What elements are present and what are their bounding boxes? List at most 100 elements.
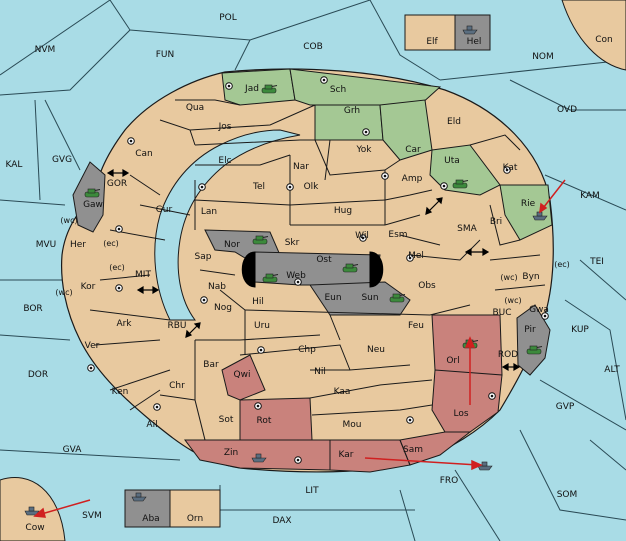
sea-label-gor: GOR — [107, 179, 127, 189]
sea-label-nom: NOM — [532, 52, 554, 62]
province-label-nab: Nab — [208, 282, 226, 292]
internal-borders — [89, 99, 546, 470]
province-label-ark: Ark — [116, 319, 132, 329]
supply-center-dot — [505, 168, 509, 172]
supply-centers — [87, 76, 549, 464]
province-label-nor: Nor — [224, 240, 240, 250]
province-label-ail: Ail — [146, 420, 157, 430]
province-label-rot: Rot — [257, 416, 272, 426]
province-label-bar: Bar — [203, 360, 219, 370]
sea-label-kam: KAM — [580, 191, 600, 201]
supply-center-dot — [408, 256, 412, 260]
sea-label-con: Con — [595, 35, 613, 45]
supply-center-dot — [288, 185, 292, 189]
province-label-wil: Wil — [355, 231, 369, 241]
army-unit-icon[interactable] — [526, 345, 543, 355]
supply-center-dot — [200, 185, 204, 189]
sea-label-rod: ROD — [498, 350, 518, 360]
sea-label-kup: KUP — [571, 325, 589, 335]
province-label-ver: Ver — [85, 341, 100, 351]
coast-label: (wc) — [60, 216, 77, 225]
sea-label-gvg: GVG — [52, 155, 72, 165]
supply-center-dot — [408, 418, 412, 422]
sea-label-cob: COB — [303, 42, 323, 52]
sea-label-lit: LIT — [305, 486, 319, 496]
province-label-esm: Esm — [388, 230, 407, 240]
province-label-elf: Elf — [426, 37, 438, 47]
province-label-neu: Neu — [367, 345, 385, 355]
supply-center-dot — [256, 404, 260, 408]
order-arrows — [33, 179, 566, 518]
fleet-unit-icon[interactable] — [462, 25, 478, 35]
region-fills — [72, 14, 553, 528]
province-label-tel: Tel — [252, 182, 265, 192]
province-label-nil: Nil — [314, 367, 326, 377]
sea-label-pol: POL — [219, 13, 237, 23]
province-label-kat: Kat — [503, 163, 518, 173]
army-unit-icon[interactable] — [342, 263, 359, 273]
province-label-elc: Elc — [218, 156, 231, 166]
supply-center-dot — [259, 348, 263, 352]
supply-center-dot — [364, 130, 368, 134]
province-label-eld: Eld — [447, 117, 461, 127]
province-label-car: Car — [405, 145, 421, 155]
province-label-pir: Pir — [524, 325, 536, 335]
fleet-unit-icon[interactable] — [251, 453, 267, 463]
supply-center-dot — [543, 314, 547, 318]
army-unit-icon[interactable] — [389, 293, 406, 303]
sea-label-mvu: MVU — [36, 240, 57, 250]
province-label-kar: Kar — [339, 450, 354, 460]
sea-label-ovd: OVD — [557, 105, 577, 115]
province-label-uta: Uta — [444, 156, 460, 166]
province-label-gaw: Gaw — [83, 200, 103, 210]
army-unit-icon[interactable] — [252, 235, 269, 245]
province-label-bri: Bri — [490, 217, 502, 227]
supply-center-dot — [227, 84, 231, 88]
province-label-ken: Ken — [112, 387, 129, 397]
province-label-orn: Orn — [187, 514, 203, 524]
army-unit-icon[interactable] — [261, 84, 278, 94]
province-label-orl: Orl — [446, 356, 459, 366]
fleet-unit-icon[interactable] — [477, 461, 493, 471]
province-label-qua: Qua — [186, 103, 204, 113]
sea-label-fro: FRO — [440, 476, 459, 486]
supply-center-dot — [89, 366, 93, 370]
army-unit-icon[interactable] — [84, 188, 101, 198]
province-label-cow: Cow — [25, 523, 44, 533]
province-label-skr: Skr — [285, 238, 300, 248]
supply-center-dot — [202, 298, 206, 302]
province-label-chp: Chp — [298, 345, 316, 355]
supply-center-dot — [117, 227, 121, 231]
province-label-aba: Aba — [142, 514, 159, 524]
province-label-eun: Eun — [324, 293, 341, 303]
army-unit-icon[interactable] — [452, 179, 469, 189]
province-label-mel: Mel — [408, 251, 424, 261]
sea-label-fun: FUN — [156, 50, 175, 60]
sea-label-nvm: NVM — [35, 45, 56, 55]
passage-arrow — [427, 199, 441, 213]
sea-label-dor: DOR — [28, 370, 48, 380]
coast-label: (wc) — [55, 288, 72, 297]
fleet-unit-icon[interactable] — [532, 211, 548, 221]
province-label-ost: Ost — [316, 255, 332, 265]
supply-center-dot — [442, 184, 446, 188]
fleet-unit-icon[interactable] — [131, 492, 147, 502]
supply-center-dot — [296, 280, 300, 284]
province-label-los: Los — [453, 409, 468, 419]
province-label-nog: Nog — [214, 303, 232, 313]
province-label-gwa: Gwa — [529, 305, 549, 315]
province-label-jad: Jad — [244, 84, 259, 94]
province-label-yok: Yok — [355, 145, 372, 155]
province-label-uru: Uru — [254, 321, 270, 331]
army-unit-icon[interactable] — [262, 273, 279, 283]
province-label-nar: Nar — [293, 162, 309, 172]
order-arrow — [37, 499, 91, 516]
sea-label-buc: BUC — [492, 308, 511, 318]
inner-channel — [154, 129, 301, 321]
province-label-hug: Hug — [334, 206, 352, 216]
supply-center-dot — [361, 236, 365, 240]
province-label-kor: Kor — [81, 282, 96, 292]
